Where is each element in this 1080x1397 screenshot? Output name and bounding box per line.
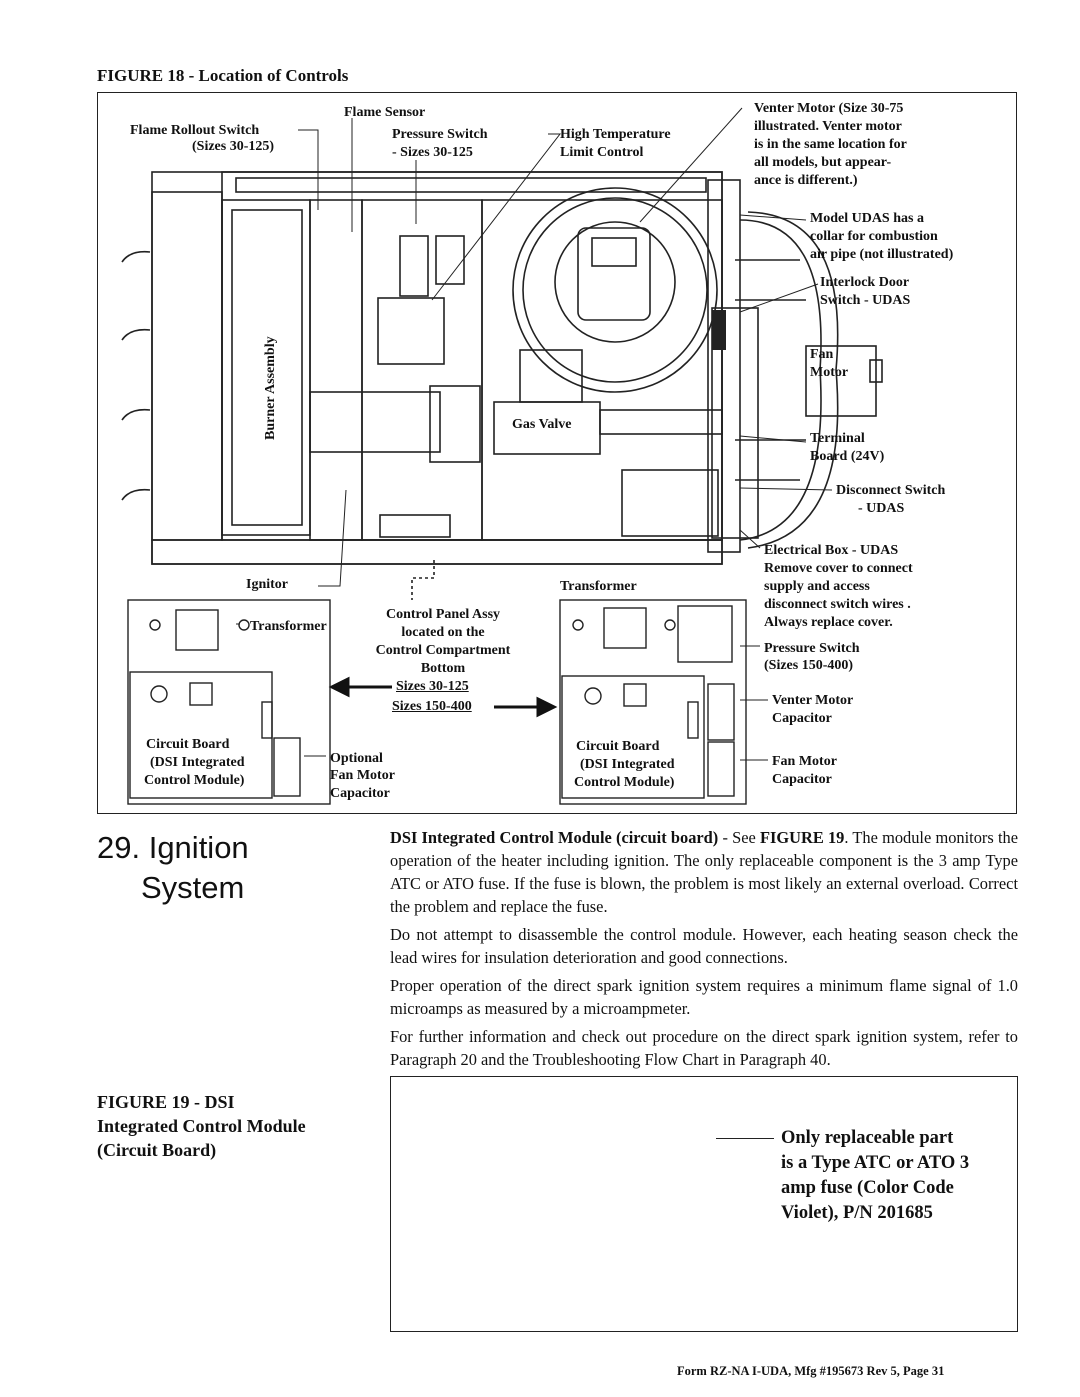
fuse-note-line-3: amp fuse (Color Code bbox=[781, 1178, 954, 1198]
terminal-board-label-1: Terminal bbox=[810, 431, 865, 446]
transformer-right-label: Transformer bbox=[560, 579, 637, 594]
venter-motor-label-5: ance is different.) bbox=[754, 173, 858, 188]
paragraph-1-lead: DSI Integrated Control Module (circuit b… bbox=[390, 828, 719, 847]
fuse-note-line-2: is a Type ATC or ATO 3 bbox=[781, 1153, 970, 1173]
optional-capacitor-label-2: Fan Motor bbox=[330, 768, 395, 783]
section-title: 29. Ignition System bbox=[97, 828, 249, 908]
electrical-box-label-3: supply and access bbox=[764, 579, 870, 594]
interlock-door-label-2: Switch - UDAS bbox=[820, 293, 911, 308]
control-panel-label-1: Control Panel Assy bbox=[385, 607, 501, 622]
circuit-board-left-label-1: Circuit Board bbox=[146, 737, 230, 752]
fuse-note-line-1: Only replaceable part bbox=[781, 1128, 954, 1148]
ignitor-label: Ignitor bbox=[246, 577, 288, 592]
fan-motor-label-1: Fan bbox=[810, 347, 834, 362]
flame-rollout-switch-label: Flame Rollout Switch bbox=[130, 123, 260, 138]
paragraph-1-mid: - See bbox=[718, 828, 761, 847]
high-temp-limit-label: High Temperature bbox=[560, 127, 671, 142]
paragraph-3: Proper operation of the direct spark ign… bbox=[390, 976, 1018, 1018]
venter-motor-label-1: Venter Motor (Size 30-75 bbox=[754, 101, 904, 116]
venter-motor-label-4: all models, but appear- bbox=[754, 155, 892, 170]
figure-19-caption-line-3: (Circuit Board) bbox=[97, 1140, 217, 1160]
circuit-board-right-label-3: Control Module) bbox=[574, 775, 675, 790]
figure-19-reference: FIGURE 19 bbox=[760, 828, 845, 847]
circuit-board-left-label-3: Control Module) bbox=[144, 773, 245, 788]
gas-valve-label: Gas Valve bbox=[512, 417, 572, 432]
section-title-line-1: 29. Ignition bbox=[97, 830, 249, 865]
figure-18-title: FIGURE 18 - Location of Controls bbox=[97, 66, 349, 85]
optional-capacitor-label-3: Capacitor bbox=[330, 786, 390, 801]
terminal-board-label-2: Board (24V) bbox=[810, 449, 885, 464]
page-footer: Form RZ-NA I-UDA, Mfg #195673 Rev 5, Pag… bbox=[677, 1364, 945, 1378]
high-temp-limit-label-2: Limit Control bbox=[560, 145, 644, 160]
circuit-board-left-label-2: (DSI Integrated bbox=[150, 755, 245, 770]
figure-19-frame bbox=[390, 1076, 1018, 1332]
figure-18-frame bbox=[97, 92, 1017, 814]
venter-motor-label-3: is in the same location for bbox=[754, 137, 907, 152]
disconnect-switch-label-2: - UDAS bbox=[858, 501, 905, 516]
fuse-note-line-4: Violet), P/N 201685 bbox=[781, 1203, 933, 1223]
venter-motor-label-2: illustrated. Venter motor bbox=[754, 119, 902, 134]
electrical-box-label-4: disconnect switch wires . bbox=[764, 597, 911, 612]
pressure-switch-sizes-label: - Sizes 30-125 bbox=[392, 145, 473, 160]
fuse-leader-line bbox=[716, 1138, 774, 1139]
paragraph-2: Do not attempt to disassemble the contro… bbox=[390, 925, 1018, 967]
control-panel-label-3: Control Compartment bbox=[375, 643, 511, 658]
electrical-box-label-1: Electrical Box - UDAS bbox=[764, 543, 899, 558]
circuit-board-right-label-2: (DSI Integrated bbox=[580, 757, 675, 772]
pressure-switch-large-label-2: (Sizes 150-400) bbox=[764, 658, 854, 673]
flame-sensor-label: Flame Sensor bbox=[344, 105, 426, 120]
sizes-large-label: Sizes 150-400 bbox=[392, 699, 472, 714]
section-title-line-2: System bbox=[141, 870, 245, 905]
flame-rollout-sizes-label: (Sizes 30-125) bbox=[192, 139, 275, 154]
electrical-box-label-2: Remove cover to connect bbox=[764, 561, 913, 576]
electrical-box-label-5: Always replace cover. bbox=[764, 615, 893, 630]
venter-capacitor-label-1: Venter Motor bbox=[772, 693, 854, 708]
figure-19-caption-line-2: Integrated Control Module bbox=[97, 1116, 306, 1136]
pressure-switch-label: Pressure Switch bbox=[392, 127, 488, 142]
transformer-left-label: Transformer bbox=[250, 619, 327, 634]
fan-motor-capacitor-label-2: Capacitor bbox=[772, 772, 832, 787]
pressure-switch-large-label-1: Pressure Switch bbox=[764, 641, 860, 656]
control-panel-label-2: located on the bbox=[401, 625, 485, 640]
udas-collar-label-1: Model UDAS has a bbox=[810, 211, 924, 226]
figure-19-caption: FIGURE 19 - DSI Integrated Control Modul… bbox=[97, 1090, 306, 1162]
paragraph-4: For further information and check out pr… bbox=[390, 1027, 1018, 1069]
circuit-board-right-label-1: Circuit Board bbox=[576, 739, 660, 754]
fan-motor-capacitor-label-1: Fan Motor bbox=[772, 754, 837, 769]
control-panel-label-4: Bottom bbox=[420, 661, 466, 676]
heater-diagram: Burner Assembly bbox=[121, 107, 883, 805]
paragraph-1: DSI Integrated Control Module (circuit b… bbox=[390, 826, 1018, 918]
paragraph-1-body: . The module monitors the operation of t… bbox=[390, 828, 1018, 916]
burner-assembly-label: Burner Assembly bbox=[263, 336, 278, 440]
udas-collar-label-3: air pipe (not illustrated) bbox=[810, 247, 954, 262]
disconnect-switch-label-1: Disconnect Switch bbox=[836, 483, 946, 498]
fuse-note: Only replaceable part is a Type ATC or A… bbox=[781, 1126, 969, 1226]
interlock-door-label-1: Interlock Door bbox=[820, 275, 910, 290]
udas-collar-label-2: collar for combustion bbox=[810, 229, 938, 244]
venter-capacitor-label-2: Capacitor bbox=[772, 711, 832, 726]
figure-19-caption-line-1: FIGURE 19 - DSI bbox=[97, 1092, 235, 1112]
optional-capacitor-label-1: Optional bbox=[330, 751, 383, 766]
fan-motor-label-2: Motor bbox=[810, 365, 849, 380]
sizes-small-label: Sizes 30-125 bbox=[396, 679, 469, 694]
